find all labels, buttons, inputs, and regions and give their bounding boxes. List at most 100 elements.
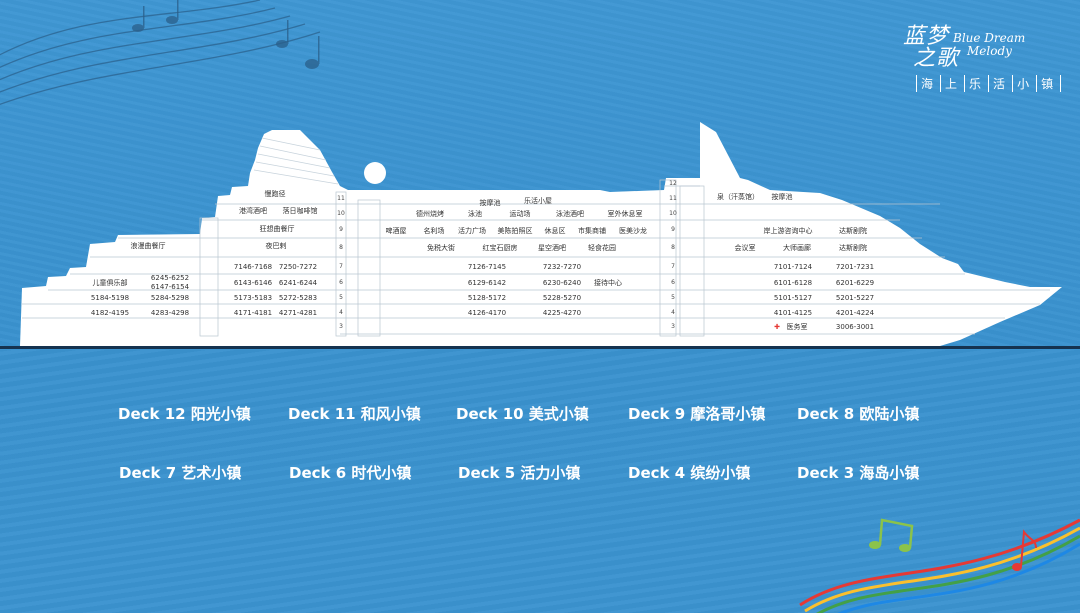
town-legend-item: Deck 8 欧陆小镇 (797, 405, 920, 423)
mid-deck9-label: 市集商铺 (578, 227, 606, 235)
aft-deck9-label: 狂想曲餐厅 (259, 225, 295, 233)
mid-deck4-label: 4126-4170 (467, 309, 507, 317)
mid-deck9-label: 医美沙龙 (619, 227, 647, 235)
deck-separators (22, 185, 1050, 335)
aft-deck4-label: 4283-4298 (150, 309, 190, 317)
town-legend-item: Deck 5 活力小镇 (458, 464, 581, 482)
music-notes-decoration (132, 0, 320, 69)
deck-number: 4 (339, 309, 343, 316)
aft-deck7-label: 7250-7272 (278, 263, 318, 271)
town-legend-item: Deck 7 艺术小镇 (119, 464, 242, 482)
aft-deck5-label: 5173-5183 (233, 294, 273, 302)
aft-deck5-label: 5272-5283 (278, 294, 318, 302)
logo-subtitle-char: 镇 (1036, 75, 1062, 92)
deck-number: 8 (671, 244, 675, 251)
fwd-deck11-label: 按摩池 (771, 193, 793, 201)
deck-number: 4 (671, 309, 675, 316)
fwd-deck3-label: 3006-3001 (835, 323, 875, 331)
fwd-deck9-label: 达斯剧院 (839, 227, 867, 235)
mid-deck11-label: 乐活小屋 (524, 197, 552, 205)
mid-deck10-label: 运动场 (509, 210, 531, 218)
town-legend-item: Deck 3 海岛小镇 (797, 464, 920, 482)
music-staff-decoration (0, 0, 321, 106)
deck-number: 5 (671, 294, 675, 301)
town-legend-item: Deck 6 时代小镇 (289, 464, 412, 482)
mid-deck9-label: 休息区 (544, 227, 566, 235)
mid-deck10-label: 室外休息室 (607, 210, 643, 218)
town-legend-item: Deck 10 美式小镇 (456, 405, 589, 423)
mid-deck9-label: 美陈拍照区 (497, 227, 533, 235)
aft-deck6-label: 6245-6252 (150, 274, 190, 282)
logo-english: Blue Dream Melody (953, 32, 1025, 58)
mid-deck8-label: 轻食花园 (588, 244, 616, 252)
logo-subtitle: 海上乐活小镇 (916, 75, 1062, 92)
mid-deck7-label: 7232-7270 (542, 263, 582, 271)
deck-number: 9 (339, 226, 343, 233)
deck-number: 10 (669, 210, 677, 217)
aft-deck4-label: 4182-4195 (90, 309, 130, 317)
aft-deck10-label: 落日咖啡馆 (282, 207, 318, 215)
deck-number: 11 (337, 195, 345, 202)
deck-number: 7 (339, 263, 343, 270)
fwd-deck4-label: 4201-4224 (835, 309, 875, 317)
town-legend-item: Deck 4 缤纷小镇 (628, 464, 751, 482)
fwd-deck6-label: 6101-6128 (773, 279, 813, 287)
deck-number: 6 (339, 279, 343, 286)
fwd-deck7-label: 7201-7231 (835, 263, 875, 271)
aft-deck10-label: 港湾酒吧 (239, 207, 267, 215)
town-legend-item: Deck 12 阳光小镇 (118, 405, 251, 423)
aft-deck6-label: 6241-6244 (278, 279, 318, 287)
deck-number: 10 (337, 210, 345, 217)
mid-deck8-label: 星空酒吧 (538, 244, 566, 252)
fwd-deck8-label: 会议室 (734, 244, 756, 252)
mid-deck10-label: 德州烧烤 (416, 210, 444, 218)
deck-number: 12 (669, 180, 677, 187)
aft-deck6-label: 6143-6146 (233, 279, 273, 287)
logo-en-line2: Melody (967, 44, 1012, 58)
aft-deck5-label: 5284-5298 (150, 294, 190, 302)
fwd-deck11-label: 泉（汗蒸馆） (717, 193, 759, 201)
waterline (0, 346, 1080, 349)
mid-deck6-label: 6230-6240 (542, 279, 582, 287)
logo-cn-line1: 蓝梦 (903, 24, 950, 49)
aft-deck5-label: 5184-5198 (90, 294, 130, 302)
aft-deck6-label: 6147-6154 (150, 283, 190, 291)
mid-deck5-label: 5228-5270 (542, 294, 582, 302)
medical-cross-icon: ✚ (774, 323, 780, 331)
mid-deck10-label: 泳池 (468, 210, 482, 218)
town-legend-item: Deck 9 摩洛哥小镇 (628, 405, 766, 423)
rainbow-notes-decoration (869, 518, 1037, 571)
town-legend-item: Deck 11 和风小镇 (288, 405, 421, 423)
deck-number: 5 (339, 294, 343, 301)
fwd-deck4-label: 4101-4125 (773, 309, 813, 317)
mid-deck9-label: 活力广场 (458, 227, 486, 235)
logo-subtitle-char: 海 (916, 75, 940, 92)
fwd-deck5-label: 5201-5227 (835, 294, 875, 302)
deck-number: 7 (671, 263, 675, 270)
logo-cn-line2: 之歌 (913, 46, 960, 71)
deck-number: 3 (339, 323, 343, 330)
mid-deck7-label: 7126-7145 (467, 263, 507, 271)
mid-deck9-label: 啤酒屋 (385, 227, 407, 235)
logo-subtitle-char: 活 (988, 75, 1012, 92)
mid-deck4-label: 4225-4270 (542, 309, 582, 317)
mid-deck8-label: 红宝石厨房 (482, 244, 518, 252)
aft-deck4-label: 4271-4281 (278, 309, 318, 317)
aft-deck8-label: 浪漫曲餐厅 (130, 242, 166, 250)
deck-number: 6 (671, 279, 675, 286)
mid-deck9-label: 名利场 (423, 227, 445, 235)
mid-deck5-label: 5128-5172 (467, 294, 507, 302)
aft-deck7-label: 7146-7168 (233, 263, 273, 271)
fwd-deck8-label: 达斯剧院 (839, 244, 867, 252)
sea-background (0, 350, 1080, 613)
logo-en-line1: Blue Dream (953, 31, 1026, 45)
logo-subtitle-char: 乐 (964, 75, 988, 92)
mid-deck10-label: 泳池酒吧 (556, 210, 584, 218)
mid-deck11-label: 按摩池 (479, 199, 501, 207)
deck-number: 9 (671, 226, 675, 233)
deck-number: 11 (669, 195, 677, 202)
logo-subtitle-char: 小 (1012, 75, 1036, 92)
fwd-deck5-label: 5101-5127 (773, 294, 813, 302)
